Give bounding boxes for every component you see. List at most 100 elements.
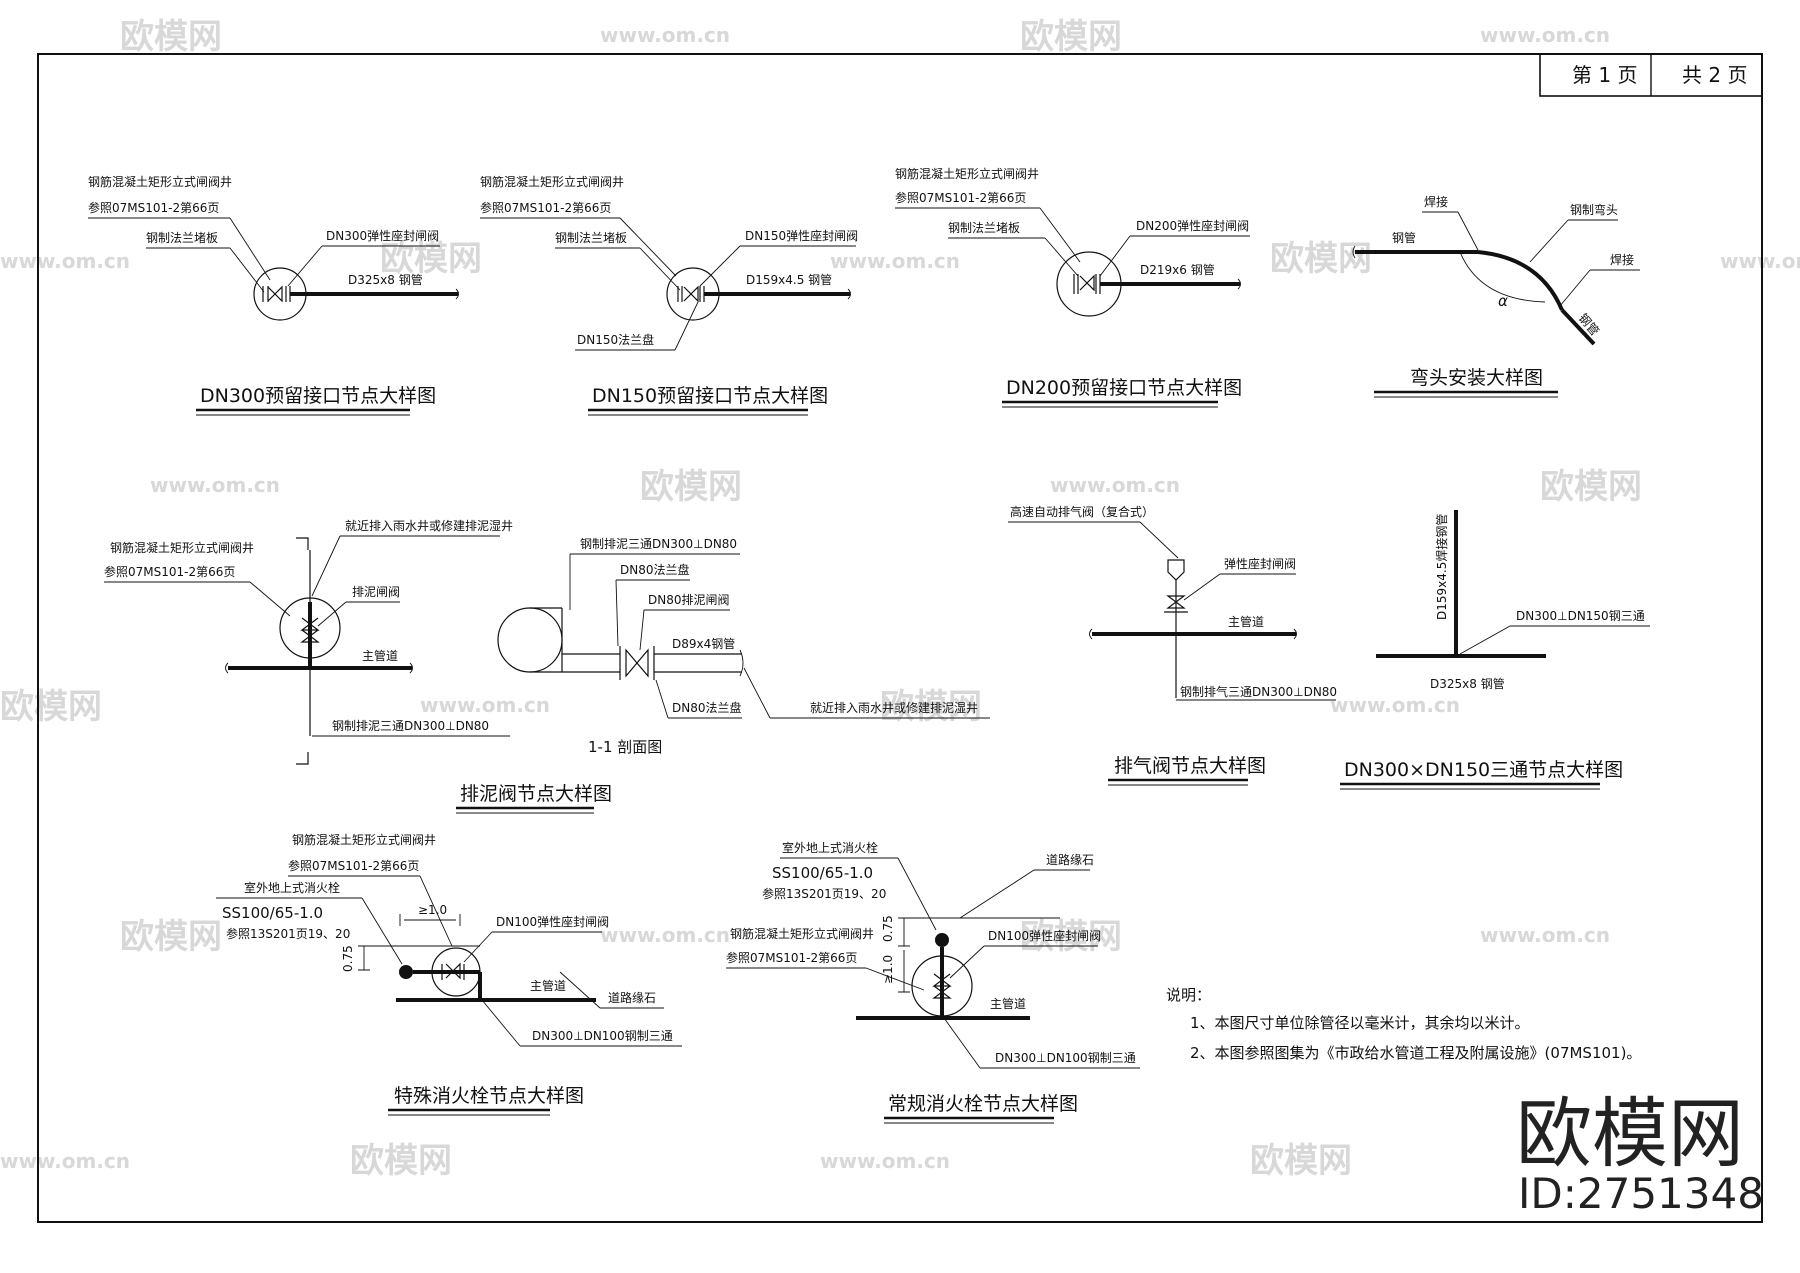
section-caption: 1-1 剖面图 — [588, 738, 662, 756]
label-ref: 参照07MS101-2第66页 — [88, 200, 219, 215]
watermark-url: www.om.cn — [600, 23, 730, 47]
leader — [1459, 625, 1511, 655]
dim-line — [358, 945, 370, 971]
detail-regular-hydrant: 室外地上式消火栓 SS100/65-1.0 参照13S201页19、20 道路缘… — [726, 840, 1140, 1124]
leader — [639, 247, 681, 291]
label-well: 钢筋混凝土矩形立式闸阀井 — [480, 174, 624, 189]
label-well: 钢筋混凝土矩形立式闸阀井 — [730, 926, 874, 941]
detail-tee: D159x4.5焊接钢管 DN300⊥DN150钢三通 D325x8 钢管 DN… — [1340, 510, 1650, 790]
dim-2: 0.75 — [341, 945, 355, 972]
hydrant-symbol — [935, 933, 949, 947]
elbow-pipe — [1477, 250, 1564, 311]
break-mark — [847, 288, 851, 300]
label-ref: 参照07MS101-2第66页 — [104, 564, 235, 579]
detail-title: DN300预留接口节点大样图 — [200, 385, 436, 407]
label-well: 钢筋混凝土矩形立式闸阀井 — [292, 832, 436, 847]
label-air-valve: 高速自动排气阀（复合式） — [1010, 504, 1154, 519]
break-mark — [739, 649, 744, 677]
label-model: SS100/65-1.0 — [222, 904, 323, 922]
label-valve: DN100弹性座封闸阀 — [988, 928, 1101, 943]
leader — [1044, 237, 1079, 277]
leader — [699, 245, 741, 287]
label-sec-discharge: 就近排入雨水井或修建排泥湿井 — [810, 700, 978, 715]
label-tee: DN300⊥DN100钢制三通 — [532, 1029, 673, 1043]
pipe-line — [1560, 308, 1596, 346]
label-tee: DN300⊥DN150钢三通 — [1516, 609, 1645, 623]
detail-dn150-interface: 钢筋混凝土矩形立式闸阀井 参照07MS101-2第66页 钢制法兰堵板 DN15… — [480, 174, 858, 416]
label-weld-2: 焊接 — [1610, 252, 1634, 267]
watermark-url: www.om.cn — [600, 923, 730, 947]
watermark-url: www.om.cn — [420, 693, 550, 717]
leader — [674, 301, 699, 351]
watermark-url: www.om.cn — [0, 1149, 130, 1173]
label-curb: 道路缘石 — [608, 990, 656, 1005]
page-total: 共 2 页 — [1682, 63, 1747, 87]
gate-valve-symbol — [677, 285, 705, 303]
watermark-brand: 欧模网 — [1020, 917, 1122, 957]
watermark-brand: 欧模网 — [1250, 1141, 1352, 1181]
label-ref: 参照07MS101-2第66页 — [895, 190, 1026, 205]
dim-1: ≥1.0 — [418, 903, 447, 917]
label-gate: 弹性座封闸阀 — [1224, 556, 1296, 571]
main-pipe-section — [497, 607, 563, 673]
watermark-url: www.om.cn — [820, 1149, 950, 1173]
break-mark — [1352, 245, 1356, 259]
label-valve: DN100弹性座封闸阀 — [496, 914, 609, 929]
label-plug: 钢制法兰堵板 — [146, 231, 218, 245]
label-main: 主管道 — [990, 996, 1026, 1011]
label-tee: 钢制排气三通DN300⊥DN80 — [1180, 684, 1337, 699]
label-pipe: D325x8 钢管 — [348, 272, 423, 287]
label-hydrant-ref: 参照13S201页19、20 — [226, 926, 350, 941]
watermark-url: www.om.cn — [1480, 923, 1610, 947]
dim-line — [898, 950, 910, 993]
detail-title: 常规消火栓节点大样图 — [888, 1093, 1078, 1115]
section-mark — [296, 752, 309, 765]
label-well: 钢筋混凝土矩形立式闸阀井 — [110, 540, 254, 555]
label-hydrant: 室外地上式消火栓 — [782, 840, 878, 855]
label-pipe: D325x8 钢管 — [1430, 676, 1505, 691]
label-pipe: D159x4.5 钢管 — [746, 272, 832, 287]
label-sec-pipe: D89x4钢管 — [672, 636, 735, 651]
label-main: 主管道 — [530, 978, 566, 993]
label-valve: DN300弹性座封闸阀 — [326, 228, 439, 243]
label-flange: DN150法兰盘 — [577, 332, 654, 347]
label-ref: 参照07MS101-2第66页 — [288, 858, 419, 873]
leader — [559, 971, 601, 1009]
label-hydrant-ref: 参照13S201页19、20 — [762, 886, 886, 901]
watermark-brand: 欧模网 — [120, 917, 222, 957]
label-mud-valve: 排泥闸阀 — [352, 585, 400, 599]
leader — [317, 601, 347, 627]
label-sec-flange-1: DN80法兰盘 — [620, 562, 690, 577]
label-model: SS100/65-1.0 — [772, 864, 873, 882]
note-1: 1、本图尺寸单位除管径以毫米计，其余均以米计。 — [1190, 1014, 1530, 1032]
detail-dn200-interface: 钢筋混凝土矩形立式闸阀井 参照07MS101-2第66页 钢制法兰堵板 DN20… — [895, 166, 1250, 408]
gate-valve-symbol — [1073, 274, 1101, 294]
watermark-brand: 欧模网 — [0, 687, 102, 727]
leader — [1099, 235, 1131, 277]
label-valve: DN200弹性座封闸阀 — [1136, 218, 1249, 233]
leader — [229, 217, 271, 281]
gate-valve-symbol — [262, 285, 291, 303]
label-sec-tee: 钢制排泥三通DN300⊥DN80 — [580, 537, 737, 551]
pipe-section-outline — [530, 607, 563, 673]
detail-title: 弯头安装大样图 — [1410, 367, 1543, 389]
label-valve: DN150弹性座封闸阀 — [745, 228, 858, 243]
watermark-brand: 欧模网 — [1540, 467, 1642, 507]
gate-valve-symbol — [932, 973, 952, 999]
detail-dn300-interface: 钢筋混凝土矩形立式闸阀井 参照07MS101-2第66页 钢制法兰堵板 DN30… — [88, 174, 459, 416]
watermark-brand: 欧模网 — [120, 17, 222, 57]
watermark-brand: 欧模网 — [880, 687, 982, 727]
page-current: 第 1 页 — [1572, 63, 1637, 87]
label-pipe-2: 钢管 — [1576, 310, 1603, 338]
brand-logo: 欧模网 — [1516, 1089, 1744, 1178]
detail-title: 排泥阀节点大样图 — [460, 783, 612, 805]
page-number-block: 第 1 页 共 2 页 — [1539, 53, 1763, 97]
label-main: 主管道 — [362, 648, 398, 663]
dim-2: ≥1.0 — [881, 955, 895, 984]
notes: 说明： 1、本图尺寸单位除管径以毫米计，其余均以米计。 2、本图参照图集为《市政… — [1166, 986, 1641, 1062]
leader — [619, 217, 677, 277]
watermark-brand: 欧模网 — [640, 467, 742, 507]
dim-1: 0.75 — [881, 915, 895, 942]
watermark-brand: 欧模网 — [1270, 239, 1372, 279]
